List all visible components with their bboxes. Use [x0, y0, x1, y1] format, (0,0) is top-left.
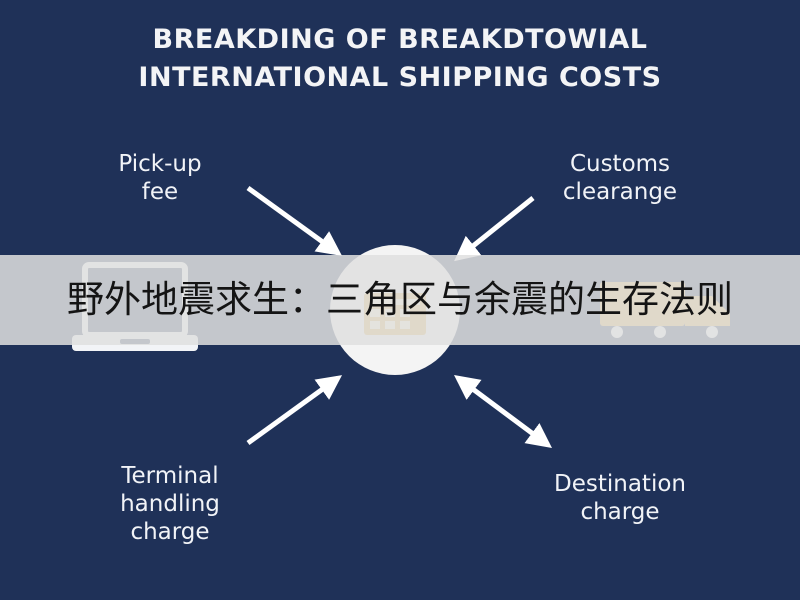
- diagram-title-line-2: INTERNATIONAL SHIPPING COSTS: [138, 62, 662, 93]
- overlay-banner: [0, 255, 800, 345]
- node-label-pickup-fee: Pick-up fee: [118, 151, 202, 205]
- arrow-pickup-to-hub: [246, 185, 343, 256]
- node-label-customs-clearance: Customs clearange: [562, 151, 678, 205]
- overlay-banner-text: 野外地震求生：三角区与余震的生存法则: [67, 278, 733, 321]
- arrow-terminal-to-hub: [246, 375, 343, 446]
- diagram-title-line-1: BREAKDING OF BREAKDTOWIAL: [152, 24, 648, 55]
- arrow-customs-to-hub: [454, 196, 535, 262]
- node-label-destination-charge: Destination charge: [554, 471, 686, 525]
- arrow-hub-destination-bidirectional: [453, 375, 553, 448]
- node-label-terminal-handling-charge: Terminal handling charge: [120, 463, 220, 545]
